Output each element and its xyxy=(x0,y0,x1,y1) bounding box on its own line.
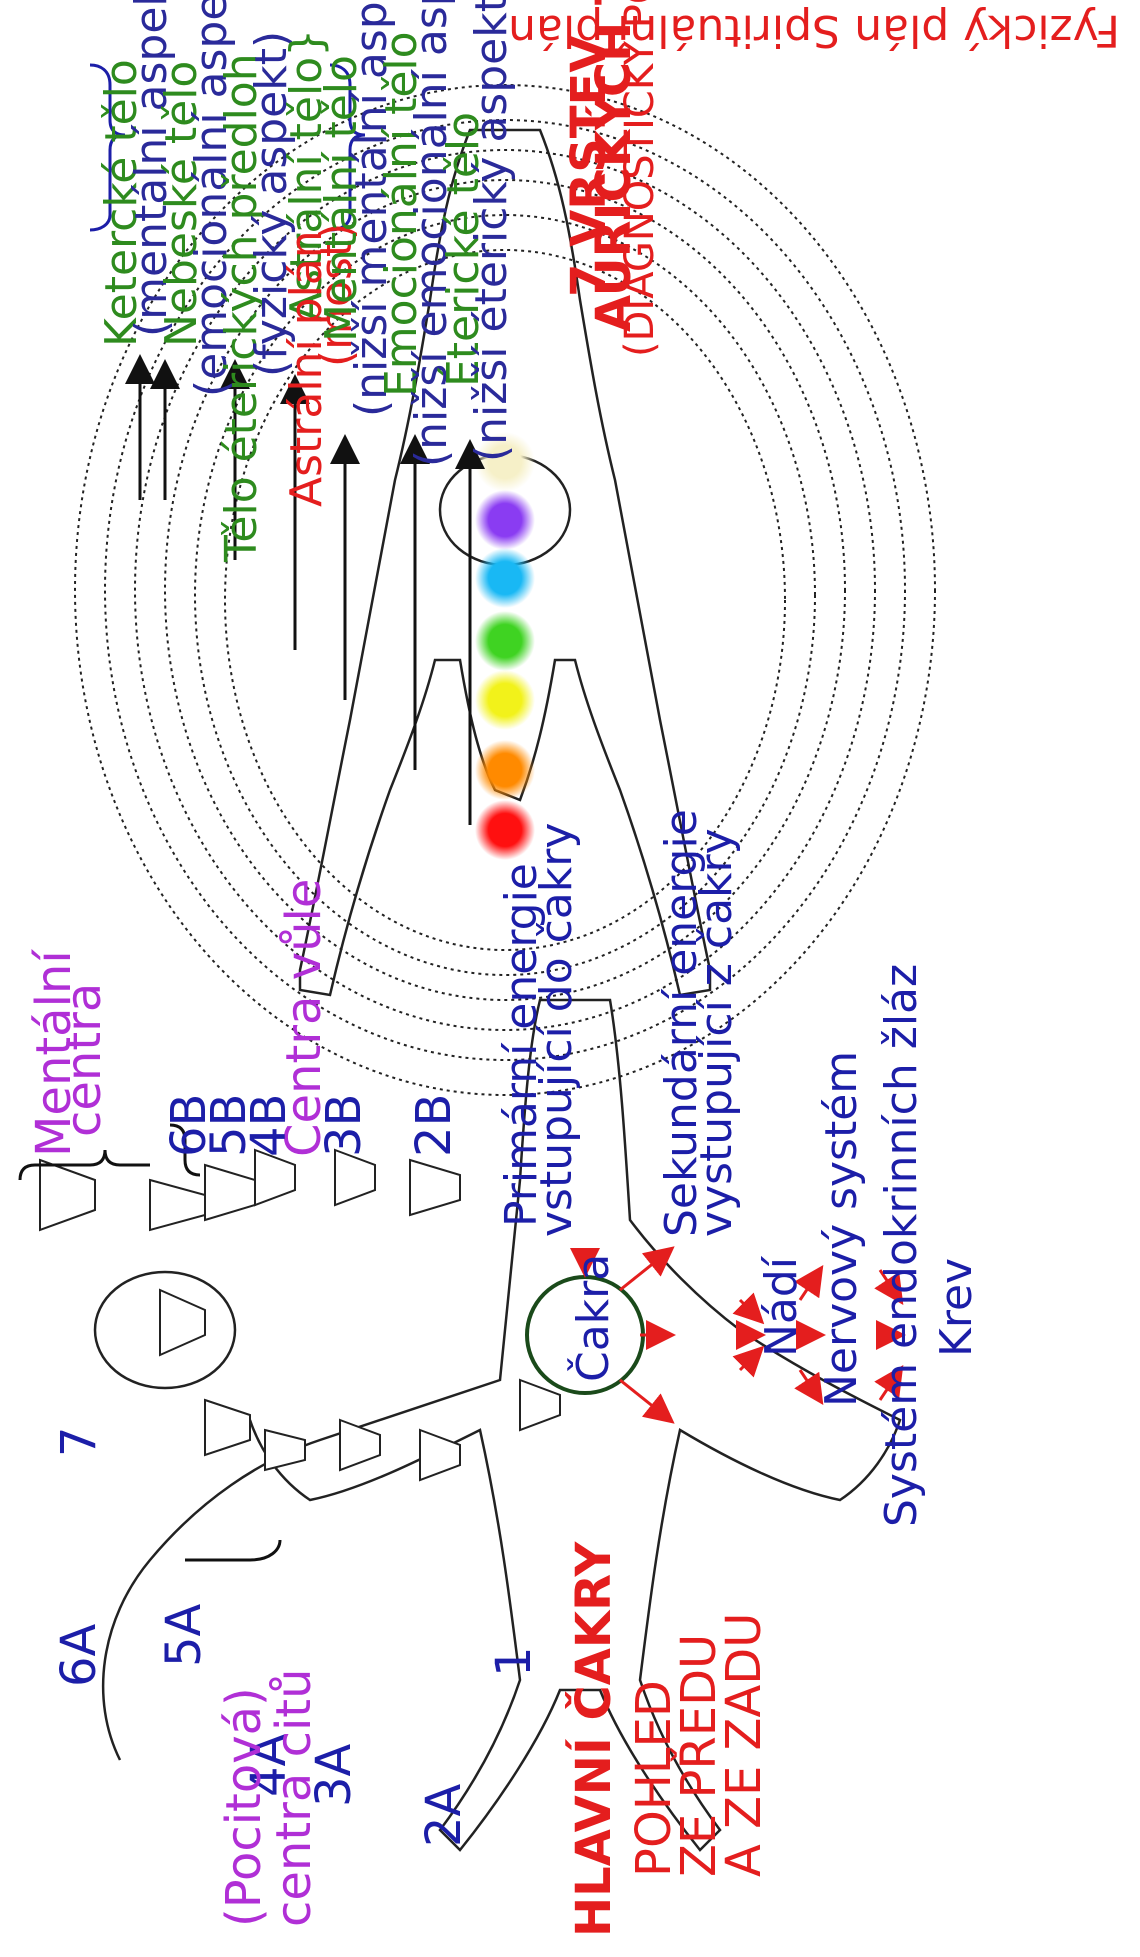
mental-centers-label-2: centra xyxy=(60,983,108,1137)
chakra-label-3b: 3B xyxy=(320,1094,368,1157)
spiritual-plane-label: Spirituální plán xyxy=(508,8,840,52)
chakra-label-4b: 4B xyxy=(245,1094,293,1157)
chakra-label-1: 1 xyxy=(490,1646,538,1677)
flow-nervous: Nervový systém xyxy=(820,1051,864,1407)
chakra-label-2a: 2A xyxy=(420,1784,468,1847)
chakra-title-line1: HLAVNÍ ČAKRY xyxy=(570,1542,618,1937)
chakra-label-6a: 6A xyxy=(55,1624,103,1687)
chakra-label-5a: 5A xyxy=(160,1604,208,1667)
chakra-title-line4: A ZE ZADU xyxy=(720,1613,768,1877)
flow-primary-2: vstupující do čakry xyxy=(535,823,579,1237)
feeling-centers-label-2: centra citů xyxy=(270,1668,318,1927)
chakra-label-7: 7 xyxy=(55,1426,103,1457)
physical-plane-label: Fyzický plán xyxy=(854,8,1120,52)
flow-secondary-2: vystupující z čakry xyxy=(695,828,739,1237)
layer-etheric-aspect: (nižší éterický aspekt) xyxy=(470,0,514,462)
feeling-centers-label-1: (Pocitová) xyxy=(220,1687,268,1927)
flow-chakra: Čakra xyxy=(572,1254,616,1382)
flow-endocrine: Systém endokrinních žláz xyxy=(880,964,924,1527)
chakra-label-2b: 2B xyxy=(410,1094,458,1157)
flow-nadi: Nádí xyxy=(760,1257,804,1357)
plane-labels-top: Fyzický plán Spirituální plán xyxy=(520,0,1140,60)
flow-blood: Krev xyxy=(935,1258,979,1357)
